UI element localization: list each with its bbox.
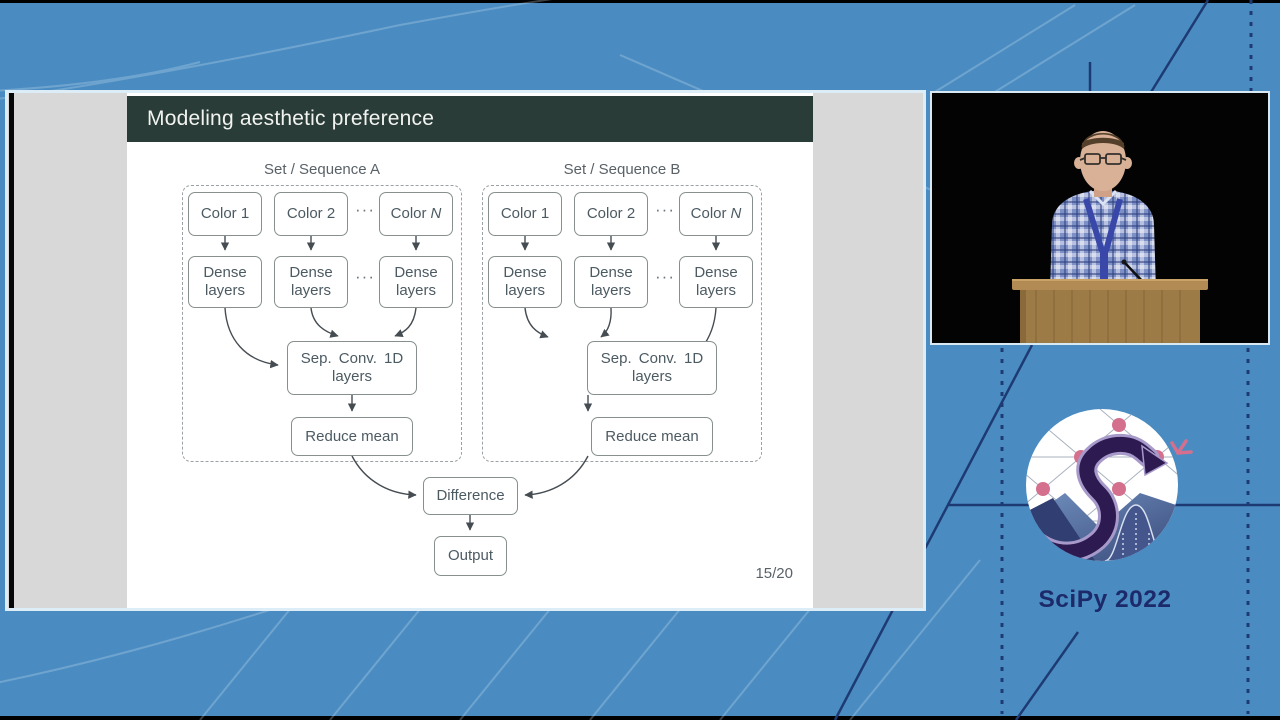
scipy-logo: SciPy 2022 [1005, 393, 1205, 643]
node-reduce-mean-a: Reduce mean [291, 417, 413, 456]
diagram-arrows [220, 236, 721, 531]
set-b-label: Set / Sequence B [563, 161, 681, 178]
ellipsis-dense-b: ··· [655, 267, 675, 286]
scipy-caption: SciPy 2022 [1038, 586, 1172, 613]
viewer-left-strip [9, 93, 14, 608]
node-reduce-mean-b: Reduce mean [591, 417, 713, 456]
ellipsis-color-a: ··· [355, 200, 375, 219]
node-difference: Difference [423, 477, 518, 515]
node-color-2-a: Color 2 [274, 192, 348, 236]
slide-title: Modeling aesthetic preference [147, 107, 435, 130]
slide-page-number: 15/20 [755, 565, 793, 582]
node-color-2-b: Color 2 [574, 192, 648, 236]
set-b-container [482, 185, 762, 462]
slide-title-bar: Modeling aesthetic preference [127, 96, 813, 142]
ellipsis-color-b: ··· [655, 200, 675, 219]
set-a-label: Set / Sequence A [264, 161, 380, 178]
presentation-slide: Modeling aesthetic preference Set / Sequ… [127, 93, 813, 608]
set-a-container [182, 185, 462, 462]
node-color-1-a: Color 1 [188, 192, 262, 236]
node-output: Output [434, 536, 507, 576]
scipy-logo-graphic [1026, 409, 1193, 561]
slide-viewer: Modeling aesthetic preference Set / Sequ… [5, 90, 926, 611]
node-color-1-b: Color 1 [488, 192, 562, 236]
speaker-video [930, 91, 1270, 345]
ellipsis-dense-a: ··· [355, 267, 375, 286]
logo-fork-mark [1170, 439, 1193, 455]
speaker-illustration [932, 93, 1268, 343]
